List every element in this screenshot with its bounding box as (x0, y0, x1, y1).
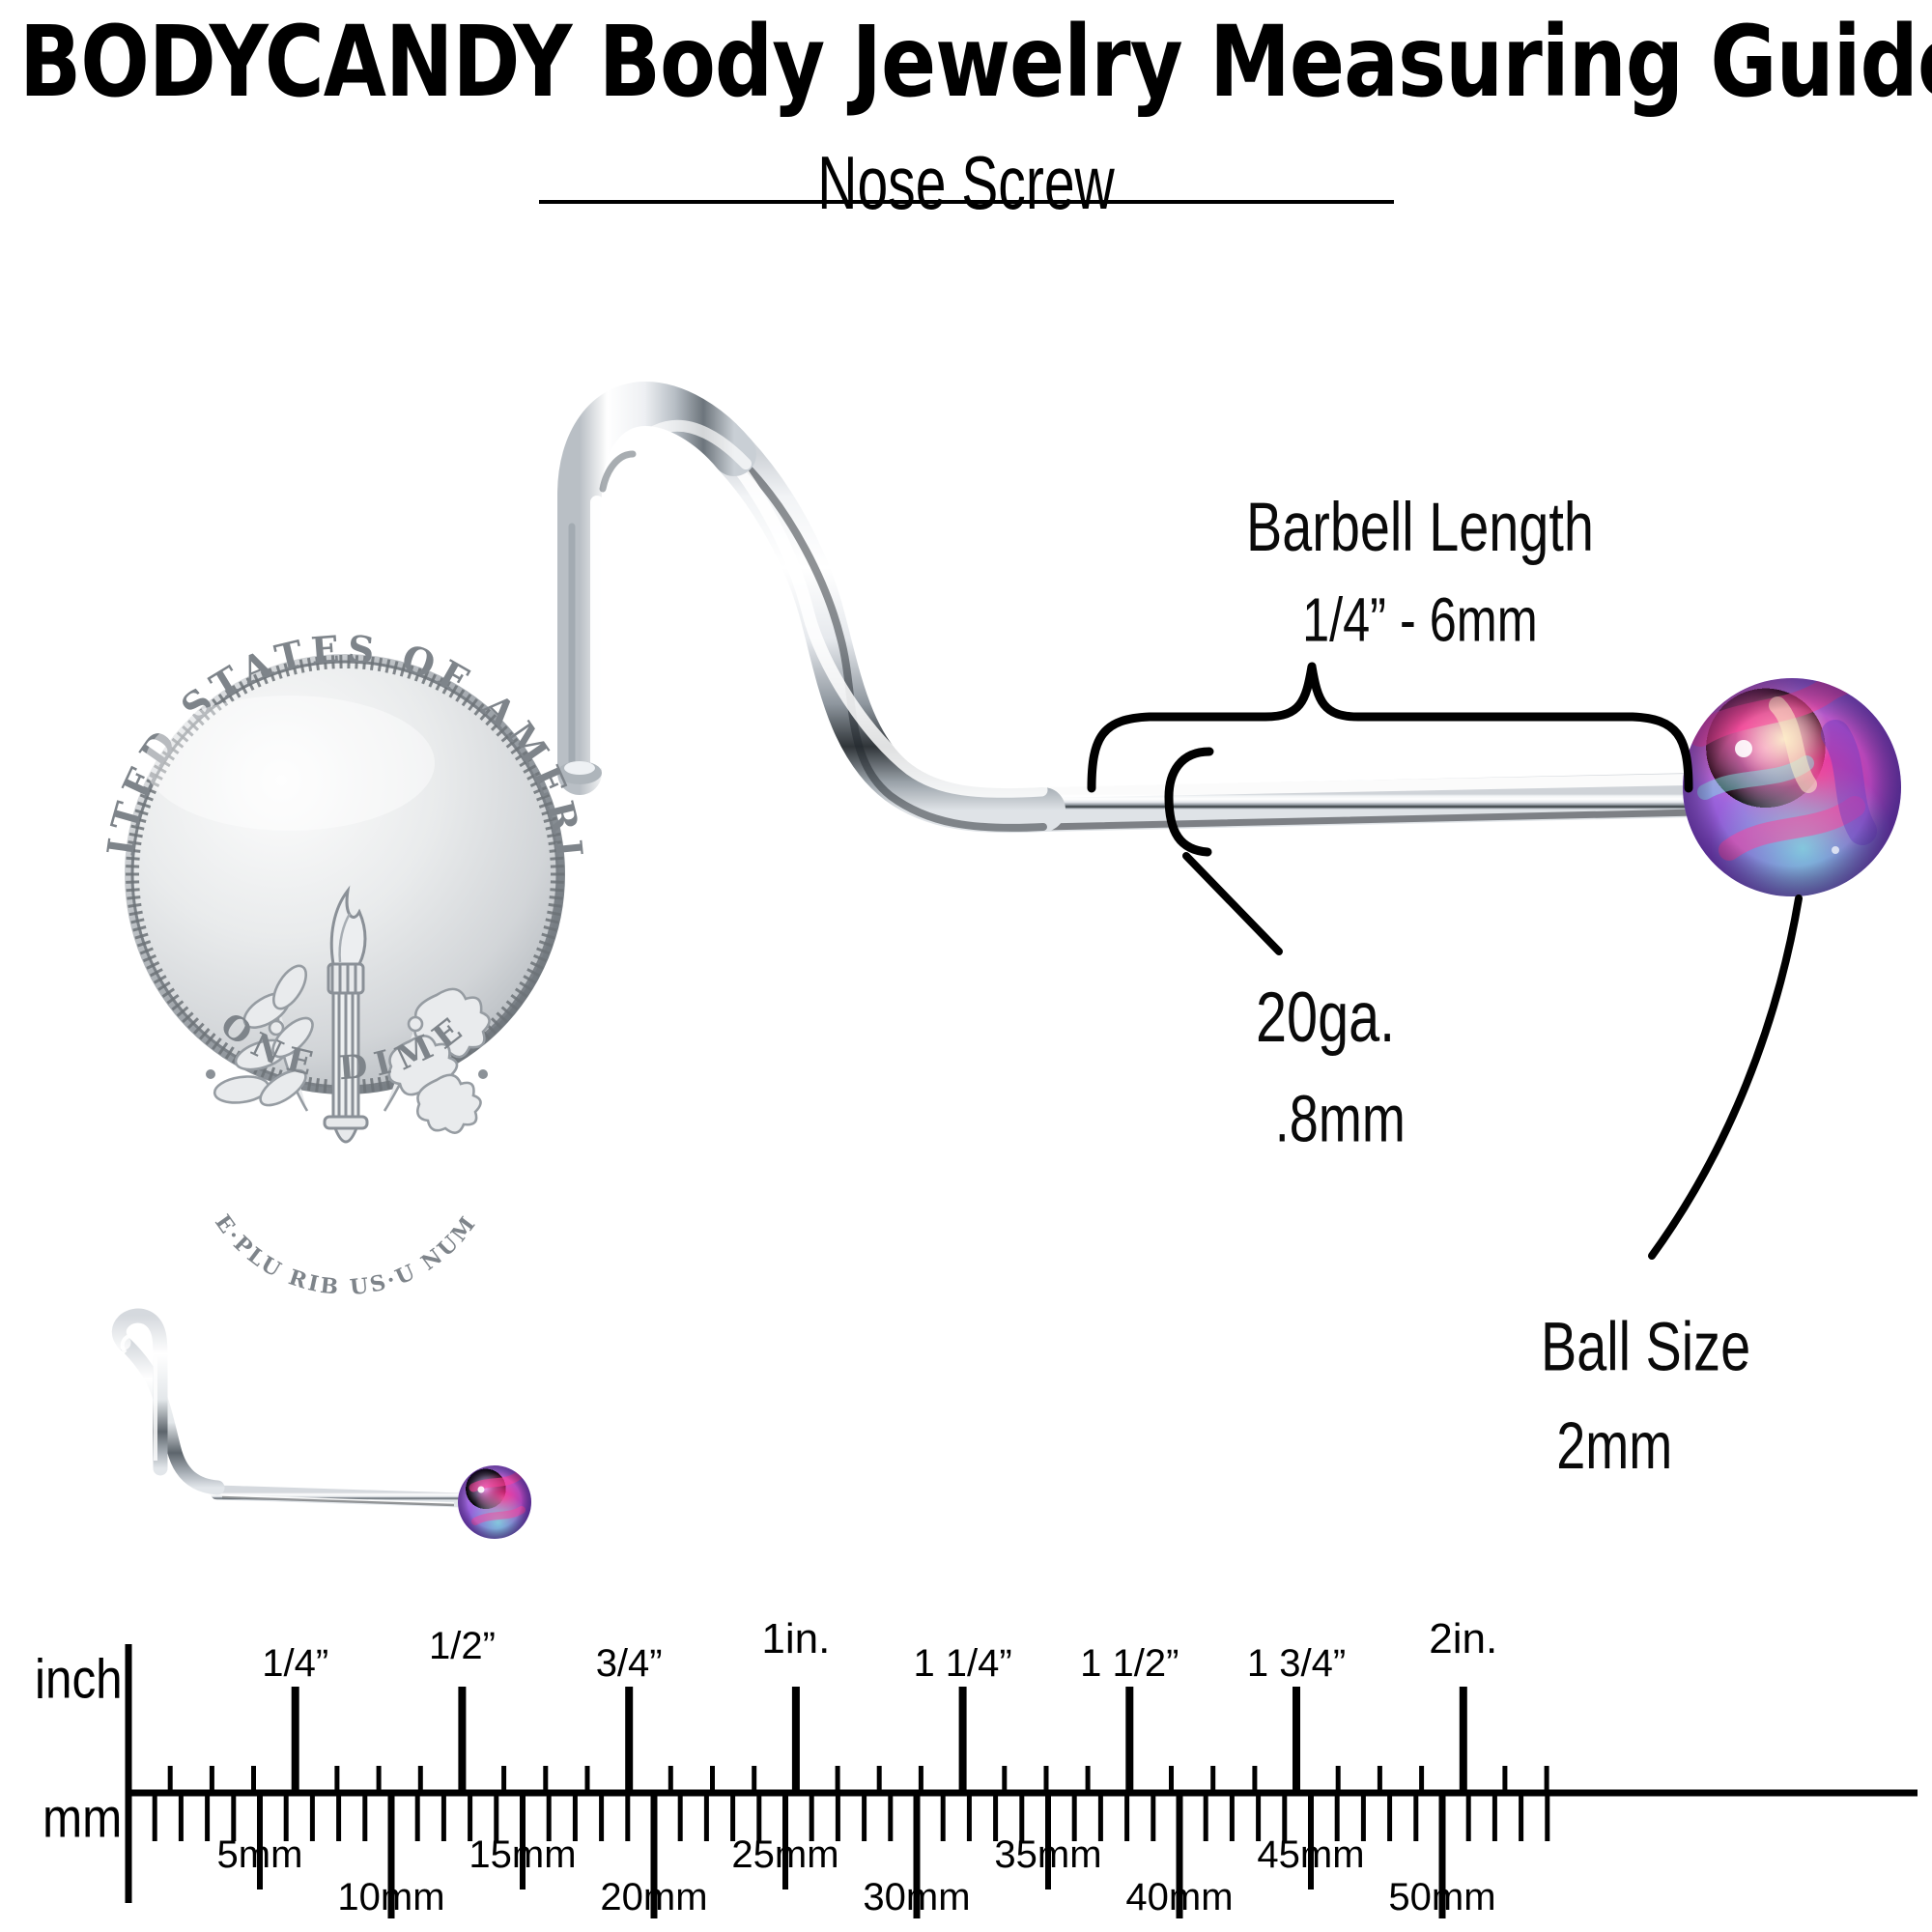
us-dime: UNITED STATES OF AMERICA ONE DIME E·PLU … (0, 0, 585, 1300)
gauge-label: 20ga. (1256, 977, 1396, 1058)
barbell-length-label: Barbell Length (1246, 489, 1594, 567)
ruler-mm-label: 5mm (216, 1833, 303, 1876)
dime-olive-branch (213, 964, 314, 1112)
ball-size-value: 2mm (1556, 1407, 1673, 1483)
gauge-leader (1182, 852, 1283, 955)
page-title: BODYCANDY Body Jewelry Measuring Guide (19, 6, 1932, 120)
ball-size-annotation: Ball Size 2mm (1541, 1299, 1750, 1494)
ruler-mm-unit-label: mm (43, 1788, 123, 1850)
page-subtitle: Nose Screw (817, 142, 1115, 226)
nose-screw-actual-size (111, 1308, 531, 1539)
ruler-mm-label: 45mm (1257, 1833, 1365, 1876)
ruler-inch-label: 1/2” (428, 1625, 496, 1667)
opal-ball-large (1683, 678, 1901, 896)
dime-torch (323, 885, 369, 1144)
ruler-ticks (125, 1644, 1918, 1918)
dime-oak-branch (383, 987, 491, 1134)
ruler-inch-label: 1 1/4” (913, 1642, 1012, 1685)
ruler-mm-label: 25mm (731, 1833, 839, 1876)
gauge-caliper (1164, 747, 1214, 857)
ruler-mm-label: 50mm (1388, 1876, 1496, 1918)
ruler-mm-label: 40mm (1125, 1876, 1234, 1918)
ruler: inch mm 1/4” 1/2” 3/4” 1in. 1 1/4” 1 1/2” 1 3/… (0, 1604, 1932, 1932)
svg-text:E·PLU RIB US·U NUM: E·PLU RIB US·U NUM (210, 1210, 482, 1300)
gauge-annotation: 20ga. .8mm (1256, 966, 1406, 1171)
ruler-inch-label: 1 3/4” (1246, 1642, 1347, 1685)
nose-screw-large (557, 382, 1901, 896)
barbell-length-annotation: Barbell Length 1/4” - 6mm (1246, 483, 1594, 666)
opal-ball-small (458, 1465, 531, 1539)
title-divider (539, 200, 1394, 204)
ruler-mm-label: 30mm (863, 1876, 971, 1918)
ruler-inch-label: 2in. (1429, 1615, 1498, 1662)
barbell-length-brace (1087, 662, 1693, 793)
ball-size-label: Ball Size (1541, 1309, 1751, 1386)
ruler-inch-label: 3/4” (595, 1642, 663, 1685)
callout-lines (1087, 662, 1803, 1260)
ruler-mm-label: 15mm (469, 1833, 577, 1876)
gauge-value: .8mm (1274, 1081, 1406, 1156)
ruler-inch-label: 1in. (761, 1615, 831, 1662)
ruler-mm-label: 35mm (994, 1833, 1102, 1876)
ball-size-leader (1648, 895, 1803, 1260)
ruler-mm-label: 20mm (600, 1876, 708, 1918)
ruler-inch-unit-label: inch (35, 1649, 123, 1711)
barbell-length-value: 1/4” - 6mm (1302, 583, 1538, 655)
dime-legends: UNITED STATES OF AMERICA ONE DIME E·PLU … (0, 0, 585, 1300)
ruler-mm-label: 10mm (337, 1876, 445, 1918)
ruler-inch-label: 1/4” (262, 1642, 329, 1685)
ruler-inch-label: 1 1/2” (1080, 1642, 1179, 1685)
